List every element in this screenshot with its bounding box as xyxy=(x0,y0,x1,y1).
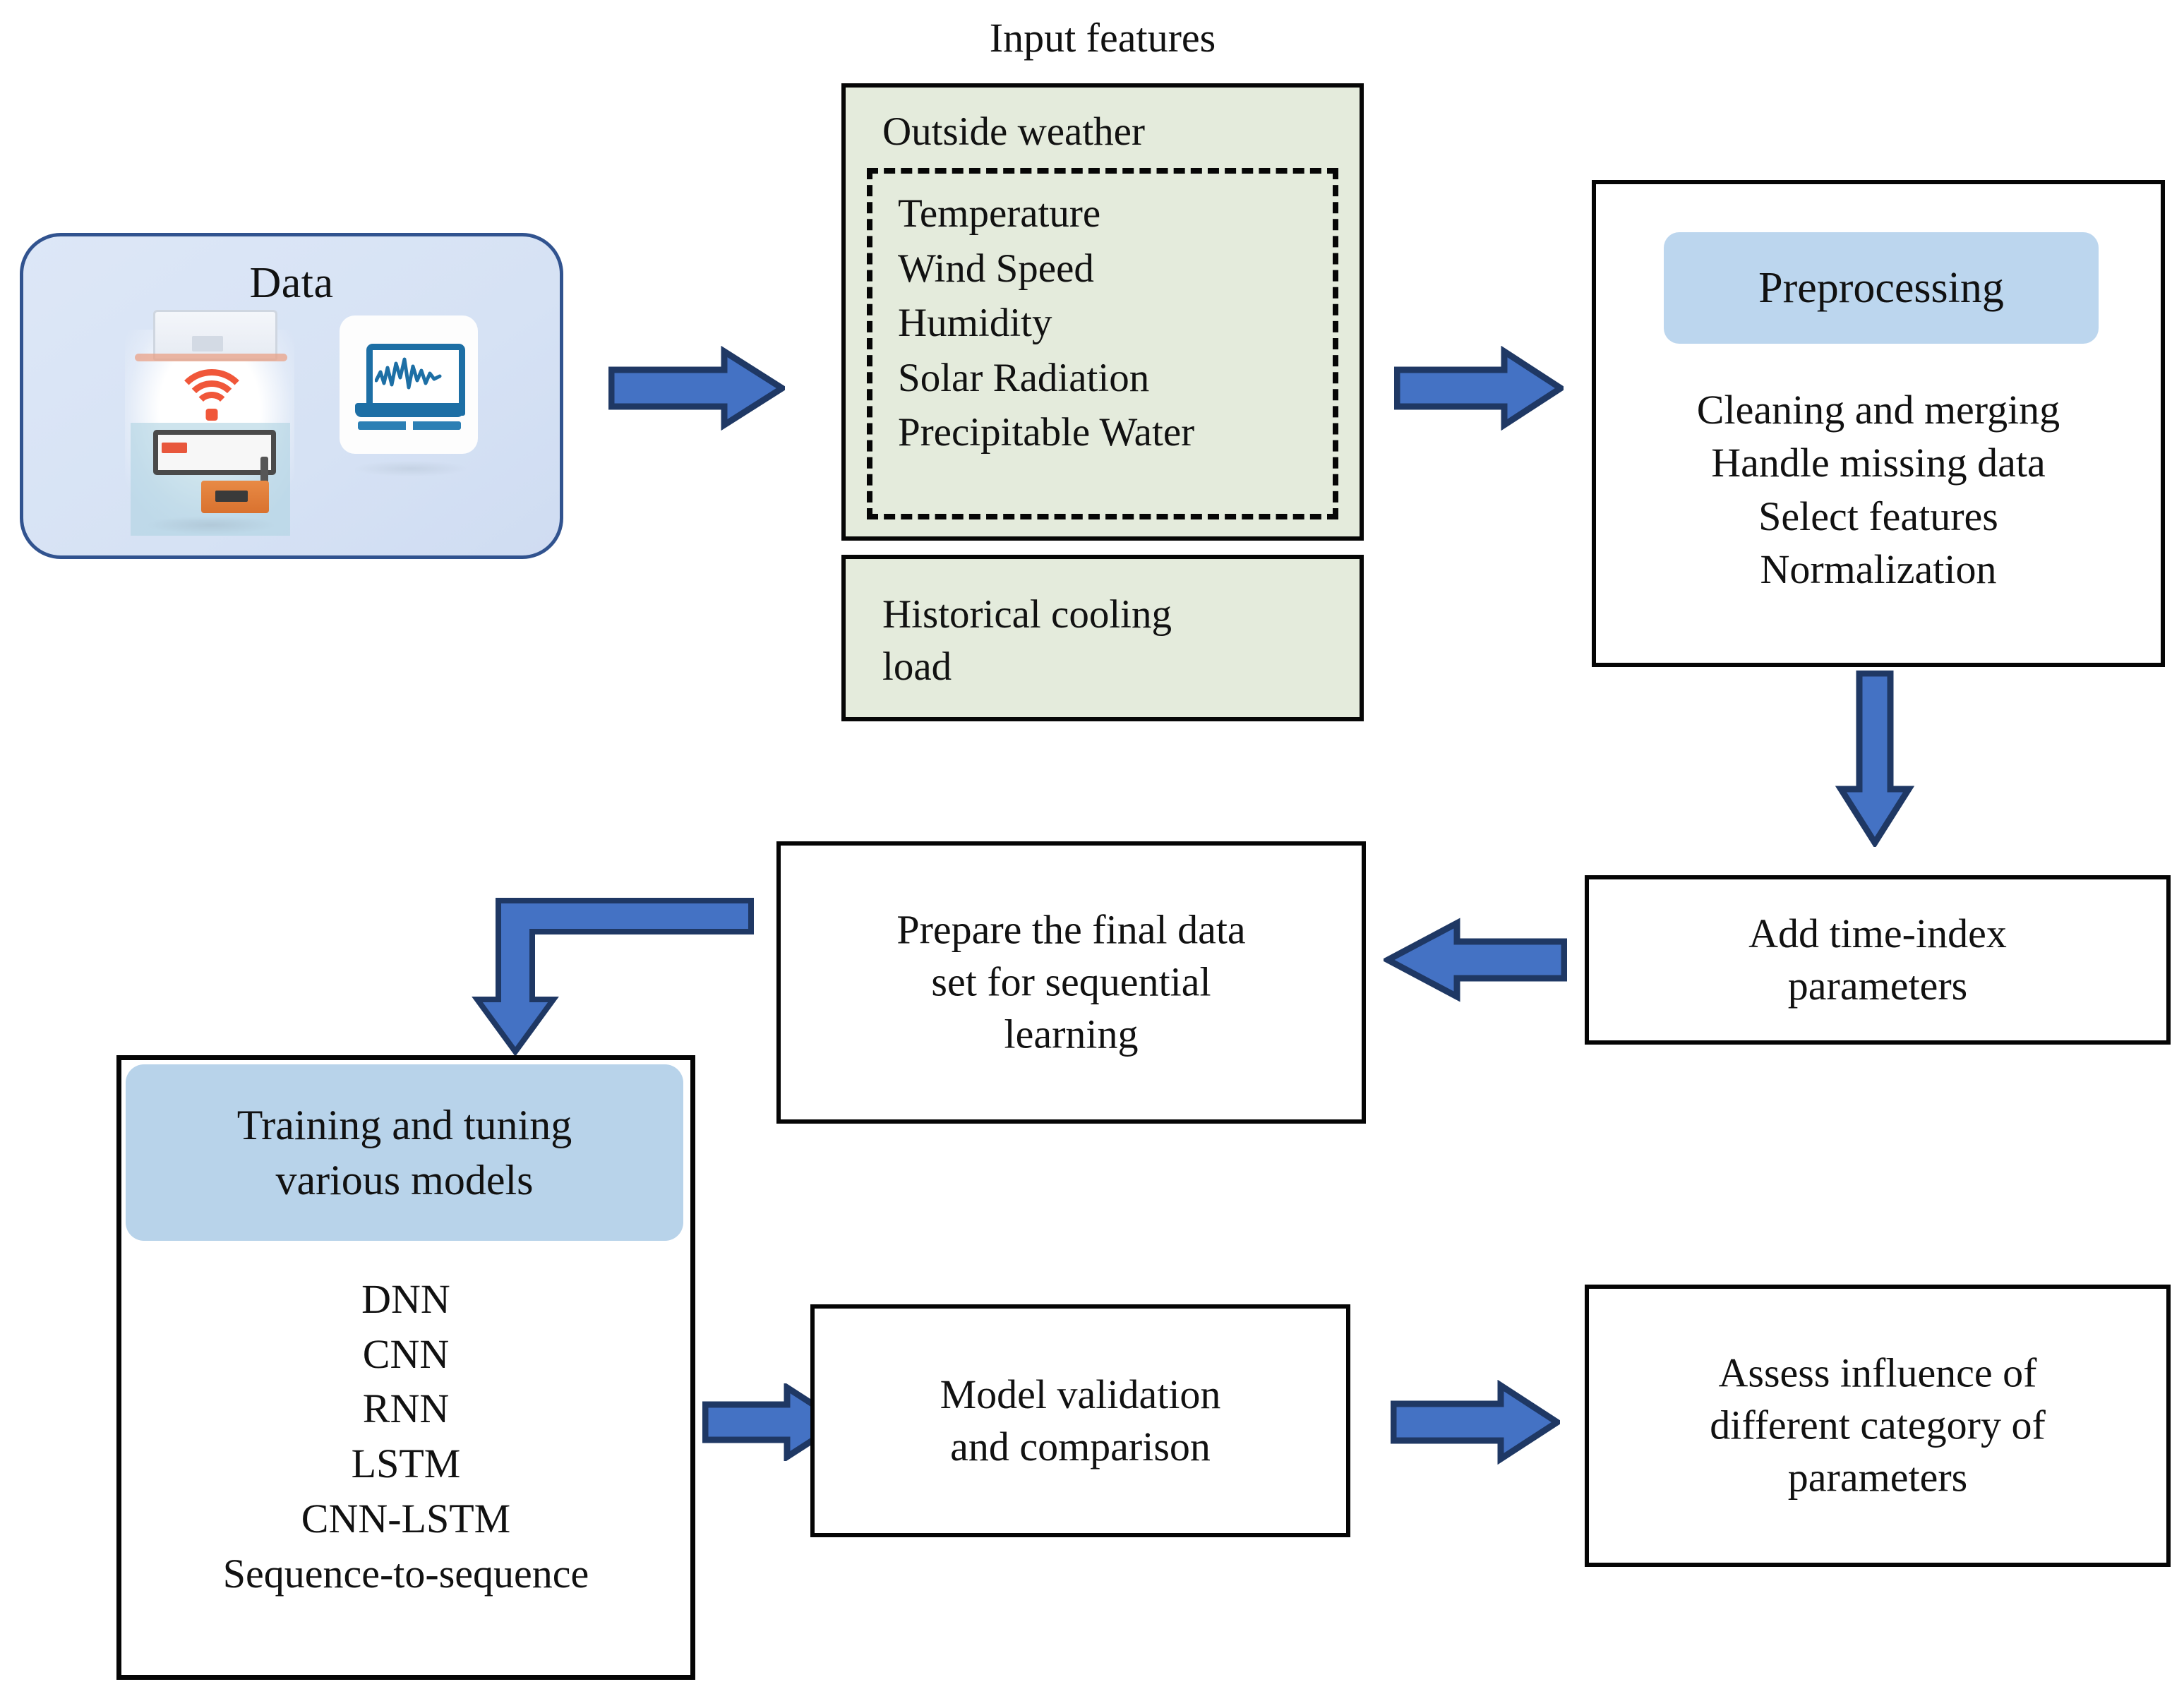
model-validation-box: Model validation and comparison xyxy=(810,1304,1350,1537)
laptop-base xyxy=(355,403,464,417)
prepare-dataset-box: Prepare the final data set for sequentia… xyxy=(776,841,1366,1124)
iot-shadow xyxy=(148,516,275,534)
arrow-preprocessing-to-addtime xyxy=(1835,671,1915,847)
iot-sensor-chip xyxy=(215,491,248,502)
wifi-source-dot xyxy=(205,409,218,421)
iot-host-laptop-base xyxy=(135,354,287,361)
arrow-input-to-preprocessing xyxy=(1394,346,1564,431)
arrow-prepare-to-training xyxy=(472,898,754,1057)
historical-cooling-load-label: Historical cooling load xyxy=(882,592,1172,690)
data-source-box: Data xyxy=(20,233,563,559)
outside-weather-item-1: Wind Speed xyxy=(898,246,1094,291)
input-features-caption: Input features xyxy=(989,15,1216,61)
training-tuning-badge: Training and tuning various models xyxy=(126,1064,683,1241)
outside-weather-item-2: Humidity xyxy=(898,301,1052,346)
preprocessing-steps: Cleaning and merging Handle missing data… xyxy=(1696,387,2060,593)
wifi-signal-icon xyxy=(173,369,251,421)
assess-influence-box: Assess influence of different category o… xyxy=(1585,1285,2171,1567)
data-box-title: Data xyxy=(249,259,334,307)
laptop-waveform-icon xyxy=(340,315,478,454)
arrow-validation-to-assess xyxy=(1391,1380,1560,1465)
outside-weather-item-3: Solar Radiation xyxy=(898,355,1150,400)
outside-weather-header: Outside weather xyxy=(882,109,1145,154)
add-time-index-label: Add time-index parameters xyxy=(1748,910,2007,1009)
outside-weather-item-4: Precipitable Water xyxy=(898,410,1195,455)
training-model-list: DNN CNN RNN LSTM CNN-LSTM Sequence-to-se… xyxy=(222,1276,589,1597)
outside-weather-item-0: Temperature xyxy=(898,191,1101,236)
iot-antenna xyxy=(260,457,268,486)
laptop-tile-shadow xyxy=(355,461,467,476)
waveform-icon xyxy=(375,357,442,390)
preprocessing-badge: Preprocessing xyxy=(1664,232,2099,344)
arrow-addtime-to-prepare xyxy=(1384,918,1567,1002)
training-tuning-box: Training and tuning various models DNN C… xyxy=(116,1055,695,1680)
model-validation-label: Model validation and comparison xyxy=(940,1371,1221,1469)
iot-display-bar xyxy=(162,443,187,453)
iot-host-laptop-icon xyxy=(153,310,277,361)
preprocessing-box: Preprocessing Cleaning and merging Handl… xyxy=(1592,180,2165,667)
historical-cooling-load-box: Historical cooling load xyxy=(841,555,1364,721)
iot-host-laptop-key xyxy=(192,336,223,351)
iot-sensor-wifi-image xyxy=(122,304,299,537)
arrow-data-to-input xyxy=(608,346,785,431)
assess-influence-label: Assess influence of different category o… xyxy=(1710,1350,2046,1501)
add-time-index-box: Add time-index parameters xyxy=(1585,875,2171,1045)
laptop-notch xyxy=(406,419,413,430)
prepare-dataset-label: Prepare the final data set for sequentia… xyxy=(896,906,1246,1058)
